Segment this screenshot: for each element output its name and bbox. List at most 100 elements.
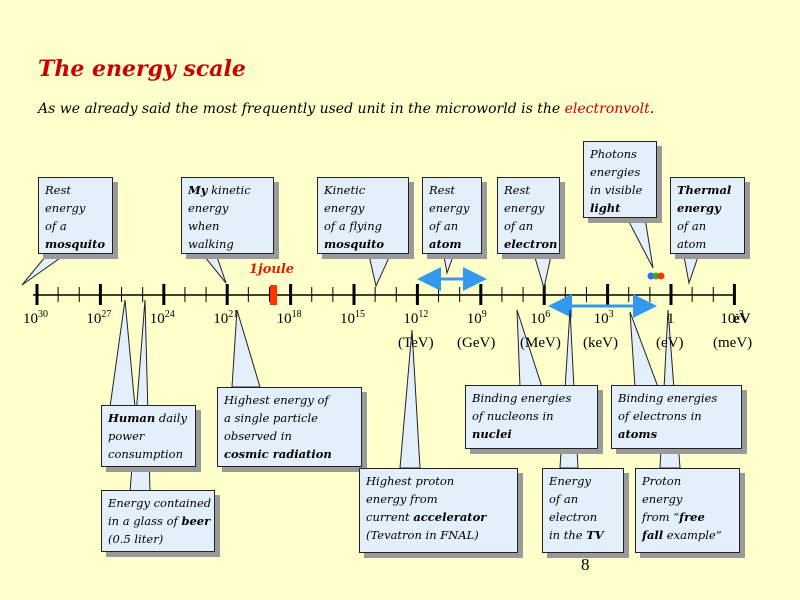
box-line: energy [429, 201, 470, 215]
box-line: My kinetic [188, 183, 251, 197]
box-line: when [188, 219, 220, 233]
box-line: Binding energies [618, 391, 718, 405]
box-line: of a [45, 219, 67, 233]
box-thermal: Thermal energy of an atom [670, 177, 745, 254]
box-line: Rest [45, 183, 71, 197]
box-line: Highest proton [366, 474, 455, 488]
box-line: in the TV [549, 528, 604, 542]
unit-label: (TeV) [398, 335, 434, 351]
tick-label: 1024 [149, 309, 175, 327]
box-accelerator: Highest proton energy from current acceler… [359, 468, 518, 553]
unit-label: (keV) [583, 335, 618, 351]
tick-label: 1015 [340, 309, 365, 327]
tick-label: 1027 [86, 309, 112, 327]
box-line: observed in [224, 429, 292, 443]
box-line: energies [590, 165, 641, 179]
pointer-thermal [682, 250, 701, 285]
joule-label: 1joule [249, 262, 295, 277]
tick-label: 1030 [23, 309, 48, 327]
box-line: atom [429, 237, 462, 251]
box-line: consumption [108, 447, 183, 461]
box-line: Rest [429, 183, 455, 197]
subtitle-suffix: . [649, 101, 655, 117]
unit-label: (eV) [656, 335, 684, 351]
box-line: atoms [618, 427, 658, 441]
tick-label: 103 [593, 309, 614, 327]
tick-label: 1 [667, 311, 675, 327]
box-line: fall example” [642, 528, 722, 542]
pointer-atom-rest [442, 250, 456, 275]
box-line: mosquito [45, 237, 106, 251]
box-cosmic: Highest energy of a single particle observ… [217, 387, 362, 467]
box-line: Energy [549, 474, 591, 488]
box-line: cosmic radiation [224, 447, 332, 461]
tick-label: 106 [530, 309, 551, 327]
box-line: of a flying [324, 219, 382, 233]
pointer-walking [198, 250, 227, 284]
box-line: mosquito [324, 237, 385, 251]
box-line: in visible [590, 183, 643, 197]
unit-label: (GeV) [457, 335, 496, 351]
box-line: Photons [590, 147, 637, 161]
box-line: Kinetic [324, 183, 366, 197]
box-line: Rest [504, 183, 530, 197]
joule-marker [270, 285, 277, 305]
pointer-mosquito-rest [21, 250, 72, 286]
box-line: energy [324, 201, 365, 215]
box-line: energy [504, 201, 545, 215]
box-line: a single particle [224, 411, 318, 425]
box-line: of electrons in [618, 409, 702, 423]
box-walking: My kinetic energy when walking [181, 177, 274, 254]
box-atoms-binding: Binding energies of electrons in atoms [611, 385, 742, 449]
unit-label: (meV) [713, 335, 753, 351]
box-line: Binding energies [472, 391, 572, 405]
tick-label: 1012 [403, 309, 429, 327]
box-line: Thermal [677, 183, 732, 197]
box-flying: Kinetic energy of a flying mosquito [317, 177, 409, 254]
box-line: of an [549, 492, 579, 506]
box-nuclei: Binding energies of nucleons in nuclei [465, 385, 598, 449]
box-line: nuclei [472, 427, 512, 441]
box-line: of nucleons in [472, 409, 554, 423]
light-dot-green [652, 272, 660, 280]
box-line: from “free [642, 510, 705, 524]
box-line: of an [677, 219, 707, 233]
box-line: walking [188, 237, 234, 251]
box-line: atom [677, 237, 707, 251]
pointer-human [109, 299, 136, 408]
box-line: light [590, 201, 621, 215]
tick-label: 1018 [276, 309, 302, 327]
box-line: power [108, 429, 145, 443]
box-electron-tv: Energy of an electron in the TV [542, 468, 624, 553]
box-line: in a glass of beer [108, 514, 211, 528]
box-atom-rest: Rest energy of an atom [422, 177, 482, 254]
tick-label: 10-3 [720, 309, 744, 327]
box-line: energy [188, 201, 229, 215]
page-number: 8 [581, 555, 590, 574]
box-line: (Tevatron in FNAL) [366, 528, 479, 542]
box-line: of an [504, 219, 534, 233]
box-line: Highest energy of [224, 393, 329, 407]
tick-label: 109 [466, 309, 487, 327]
pointer-electron-rest [532, 250, 553, 289]
box-line: energy from [366, 492, 438, 506]
light-dot-red [657, 272, 665, 280]
box-line: of an [429, 219, 459, 233]
axis-unit: eV [733, 311, 751, 327]
box-line: electron [549, 510, 598, 524]
subtitle: As we already said the most frequently u… [38, 101, 654, 117]
box-line: current accelerator [366, 510, 487, 524]
box-photons: Photons energies in visible light [583, 141, 657, 218]
box-line: energy [677, 201, 721, 215]
subtitle-text: As we already said the most frequently u… [38, 101, 565, 117]
tick-label: 1021 [213, 309, 239, 327]
box-line: Energy contained [108, 496, 212, 510]
page-title: The energy scale [38, 56, 246, 82]
box-line: Human daily [108, 411, 187, 425]
box-line: energy [642, 492, 683, 506]
subtitle-highlight: electronvolt [564, 101, 650, 117]
